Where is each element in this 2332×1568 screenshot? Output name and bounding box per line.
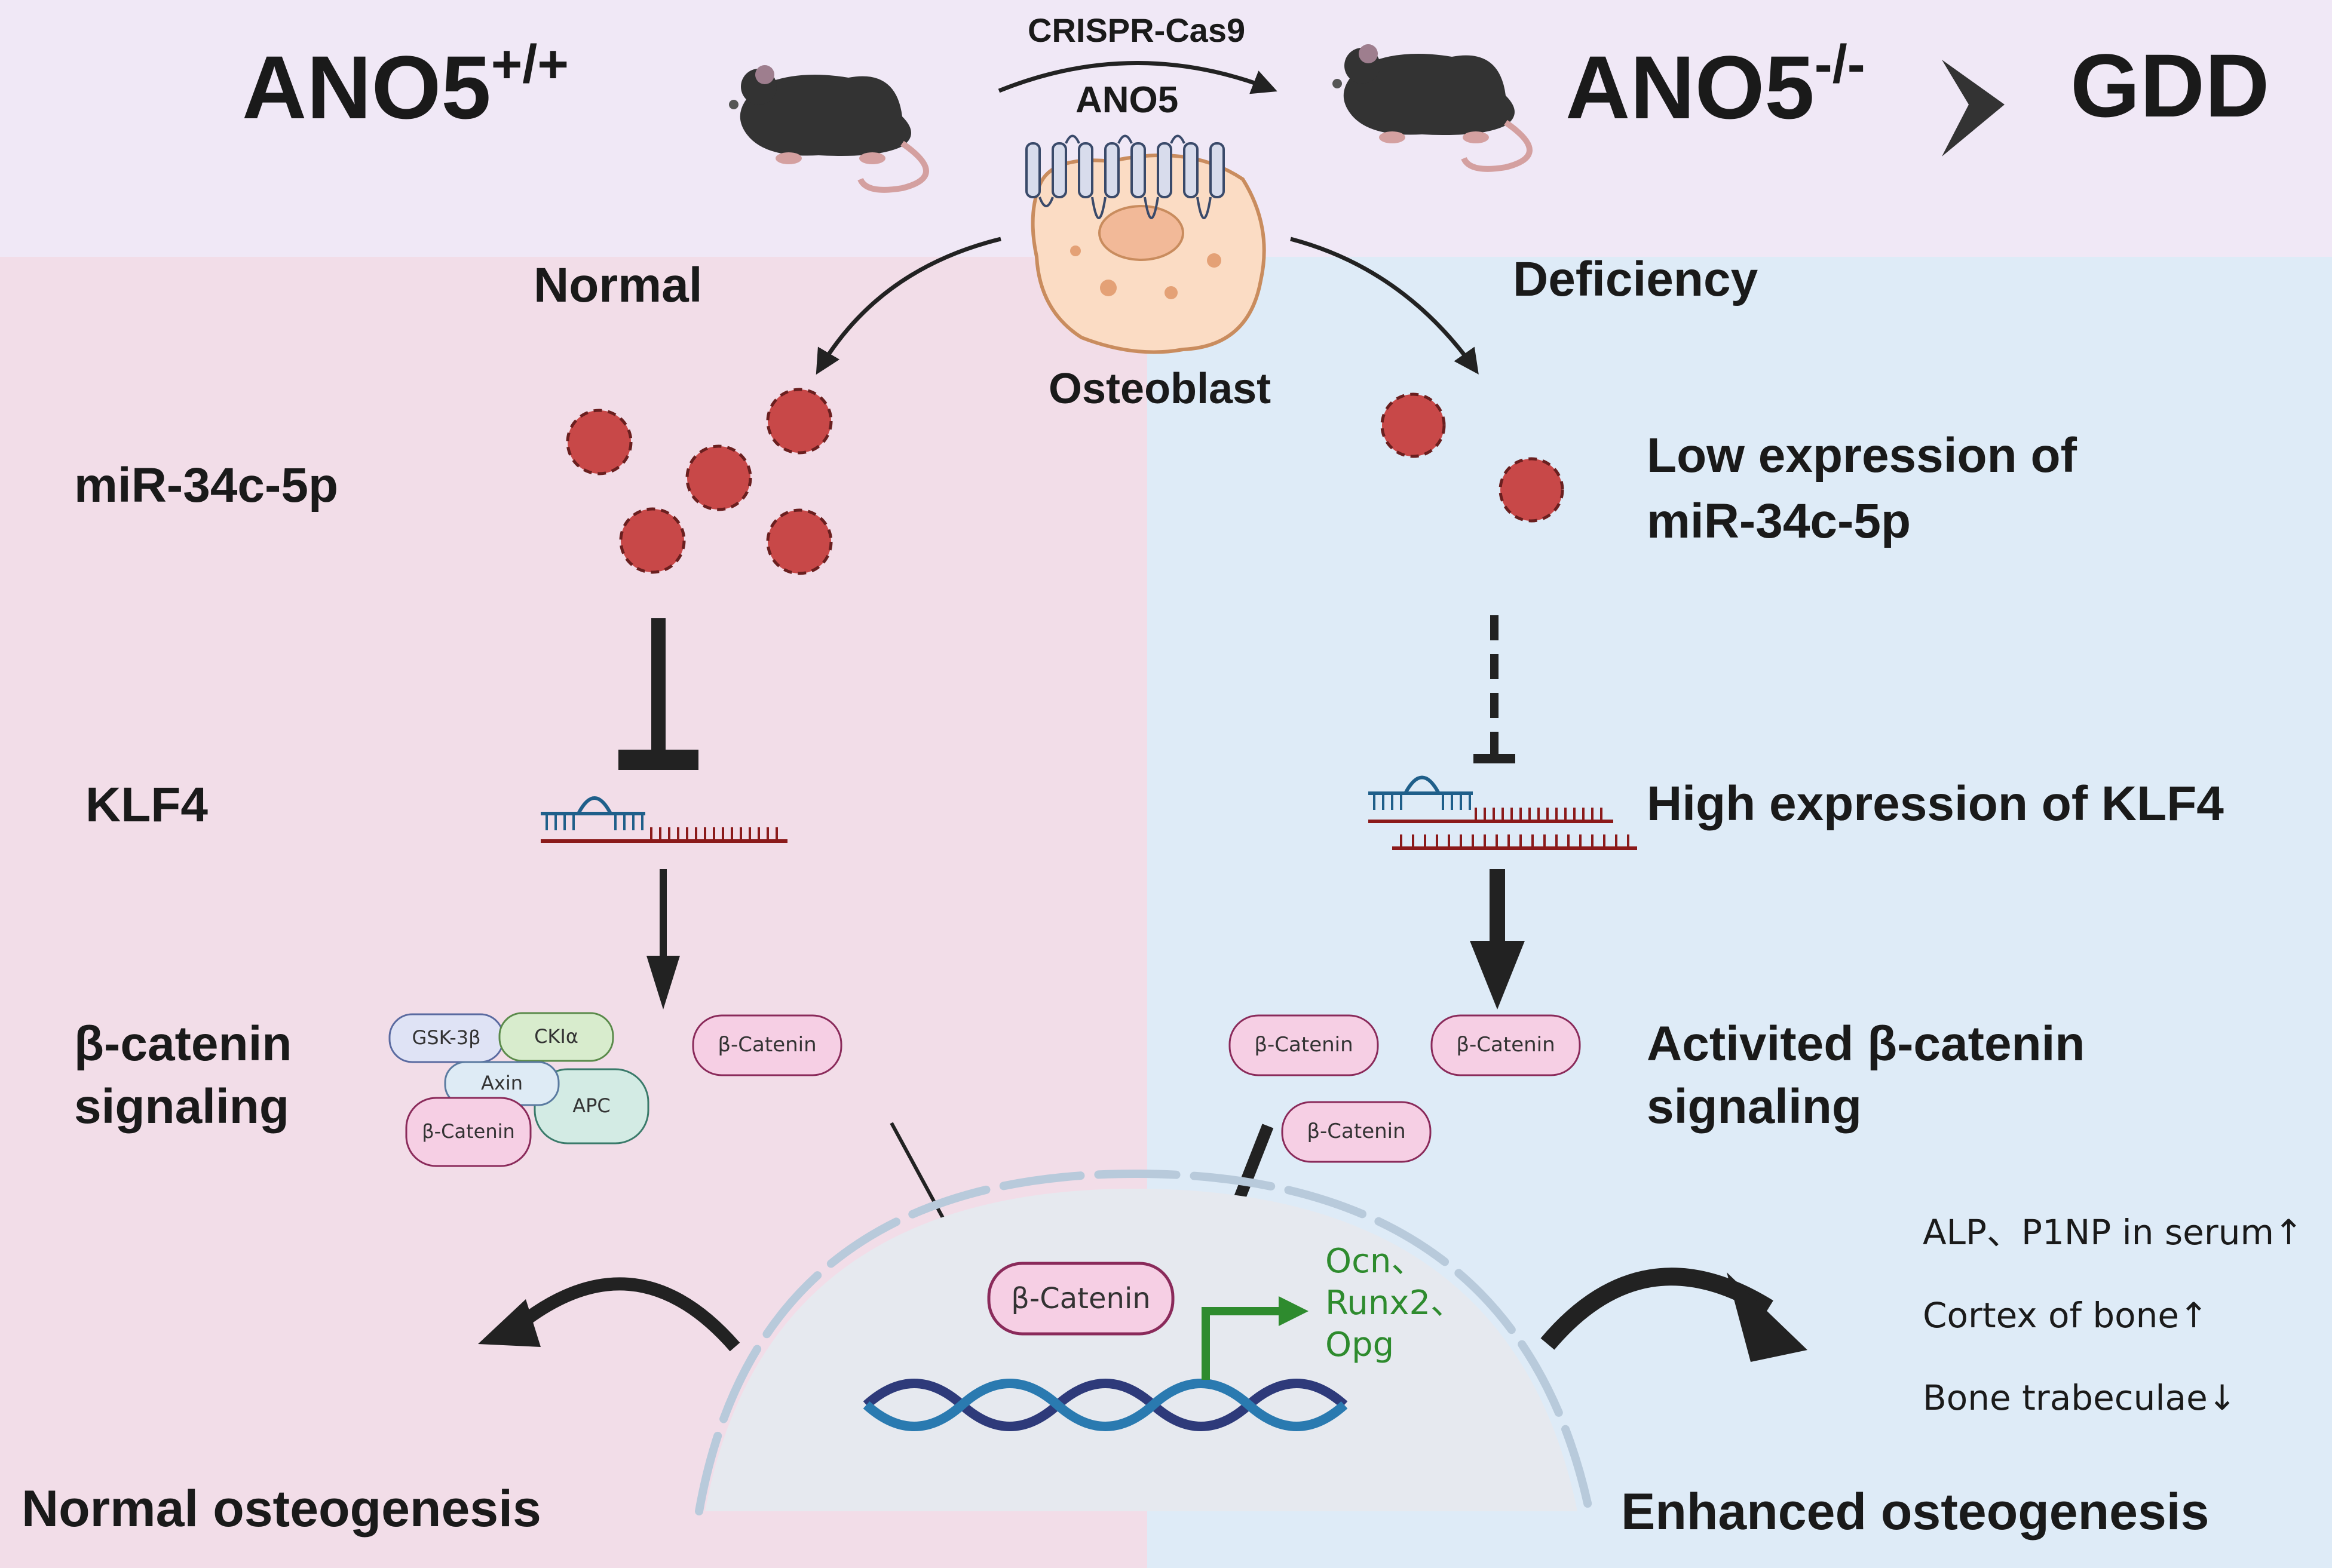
destruction-complex: GSK-3β CKIα APC Axin β-Catenin xyxy=(388,1012,649,1167)
disease-label: GDD xyxy=(2070,35,2269,136)
gene-label: ANO5 xyxy=(1075,79,1178,121)
mirna-dot xyxy=(1380,392,1446,458)
left-outcome-arrowhead xyxy=(478,1299,541,1347)
free-bcatenin-pill xyxy=(692,1014,842,1076)
arrow-to-normal xyxy=(816,237,1001,375)
left-mirna-label: miR-34c-5p xyxy=(74,458,338,513)
free-bcatenin-label: β-Catenin xyxy=(718,1033,816,1057)
complex-bcatenin-label: β-Catenin xyxy=(422,1120,515,1143)
target-genes-label: Ocn、Runx2、Opg xyxy=(1325,1242,1464,1364)
right-mirna-molecules xyxy=(1380,392,1564,523)
left-mirna-molecules xyxy=(566,388,833,575)
dna-helix-icon xyxy=(863,1379,1348,1431)
normal-title: Normal xyxy=(534,258,703,312)
wildtype-label: ANO5+/+ xyxy=(242,35,569,137)
right-mrna-icon xyxy=(1368,775,1637,850)
mouse-wildtype-icon xyxy=(729,65,929,193)
apc-label: APC xyxy=(572,1094,611,1117)
bcatenin-pill-2 xyxy=(1430,1014,1581,1076)
effect-trabeculae: Bone trabeculae↓ xyxy=(1923,1377,2236,1418)
left-outcome-label: Normal osteogenesis xyxy=(22,1480,541,1538)
complex-bcatenin-pill xyxy=(405,1097,532,1167)
deficiency-title: Deficiency xyxy=(1513,252,1758,306)
mouse-knockout-icon xyxy=(1332,44,1533,172)
axin-label: Axin xyxy=(481,1072,523,1094)
method-label: CRISPR-Cas9 xyxy=(1028,11,1245,49)
ck1a-label: CKIα xyxy=(534,1025,578,1048)
nuclear-bcatenin-label: β-Catenin xyxy=(1011,1282,1150,1315)
right-klf4-label: High expression of KLF4 xyxy=(1647,777,2224,831)
bcatenin-pill-3 xyxy=(1281,1101,1432,1163)
nucleus xyxy=(695,1169,1594,1515)
mirna-dot xyxy=(566,409,633,475)
right-outcome-arrowhead xyxy=(1727,1272,1807,1362)
effect-cortex: Cortex of bone↑ xyxy=(1923,1295,2208,1336)
nuclear-bcatenin-pill xyxy=(987,1262,1175,1336)
transcription-arrow-icon xyxy=(1202,1296,1309,1380)
mirna-dot xyxy=(619,507,686,574)
bcatenin-label-2: β-Catenin xyxy=(1456,1033,1555,1057)
mirna-dot xyxy=(685,444,752,511)
arrow-to-deficiency xyxy=(1290,237,1479,375)
bcatenin-label-1: β-Catenin xyxy=(1254,1033,1353,1057)
cell-label: Osteoblast xyxy=(1049,365,1271,413)
right-down-arrow-icon xyxy=(1470,869,1525,1009)
inhibition-bar-icon xyxy=(618,618,698,770)
effect-alp: ALP、P1NP in serum↑ xyxy=(1923,1212,2303,1253)
chevron-icon xyxy=(1942,60,2005,157)
left-mrna-icon xyxy=(541,796,787,843)
right-outcome-label: Enhanced osteogenesis xyxy=(1621,1483,2210,1541)
mirna-dot xyxy=(766,388,833,455)
bcatenin-pill-1 xyxy=(1228,1014,1379,1076)
bcatenin-label-3: β-Catenin xyxy=(1307,1119,1405,1143)
osteoblast-cell-icon xyxy=(1025,134,1266,354)
crispr-arrow xyxy=(998,61,1277,94)
knockout-label: ANO5-/- xyxy=(1565,35,1865,137)
weak-inhibition-icon xyxy=(1473,615,1515,763)
left-klf4-label: KLF4 xyxy=(85,778,208,832)
apc-pill xyxy=(534,1068,649,1144)
left-down-arrow-icon xyxy=(646,869,680,1009)
mirna-dot xyxy=(766,508,833,575)
mirna-dot xyxy=(1499,457,1564,523)
ck1a-pill xyxy=(498,1012,614,1062)
gsk3b-label: GSK-3β xyxy=(412,1026,480,1049)
left-outcome-arrow xyxy=(510,1277,740,1352)
